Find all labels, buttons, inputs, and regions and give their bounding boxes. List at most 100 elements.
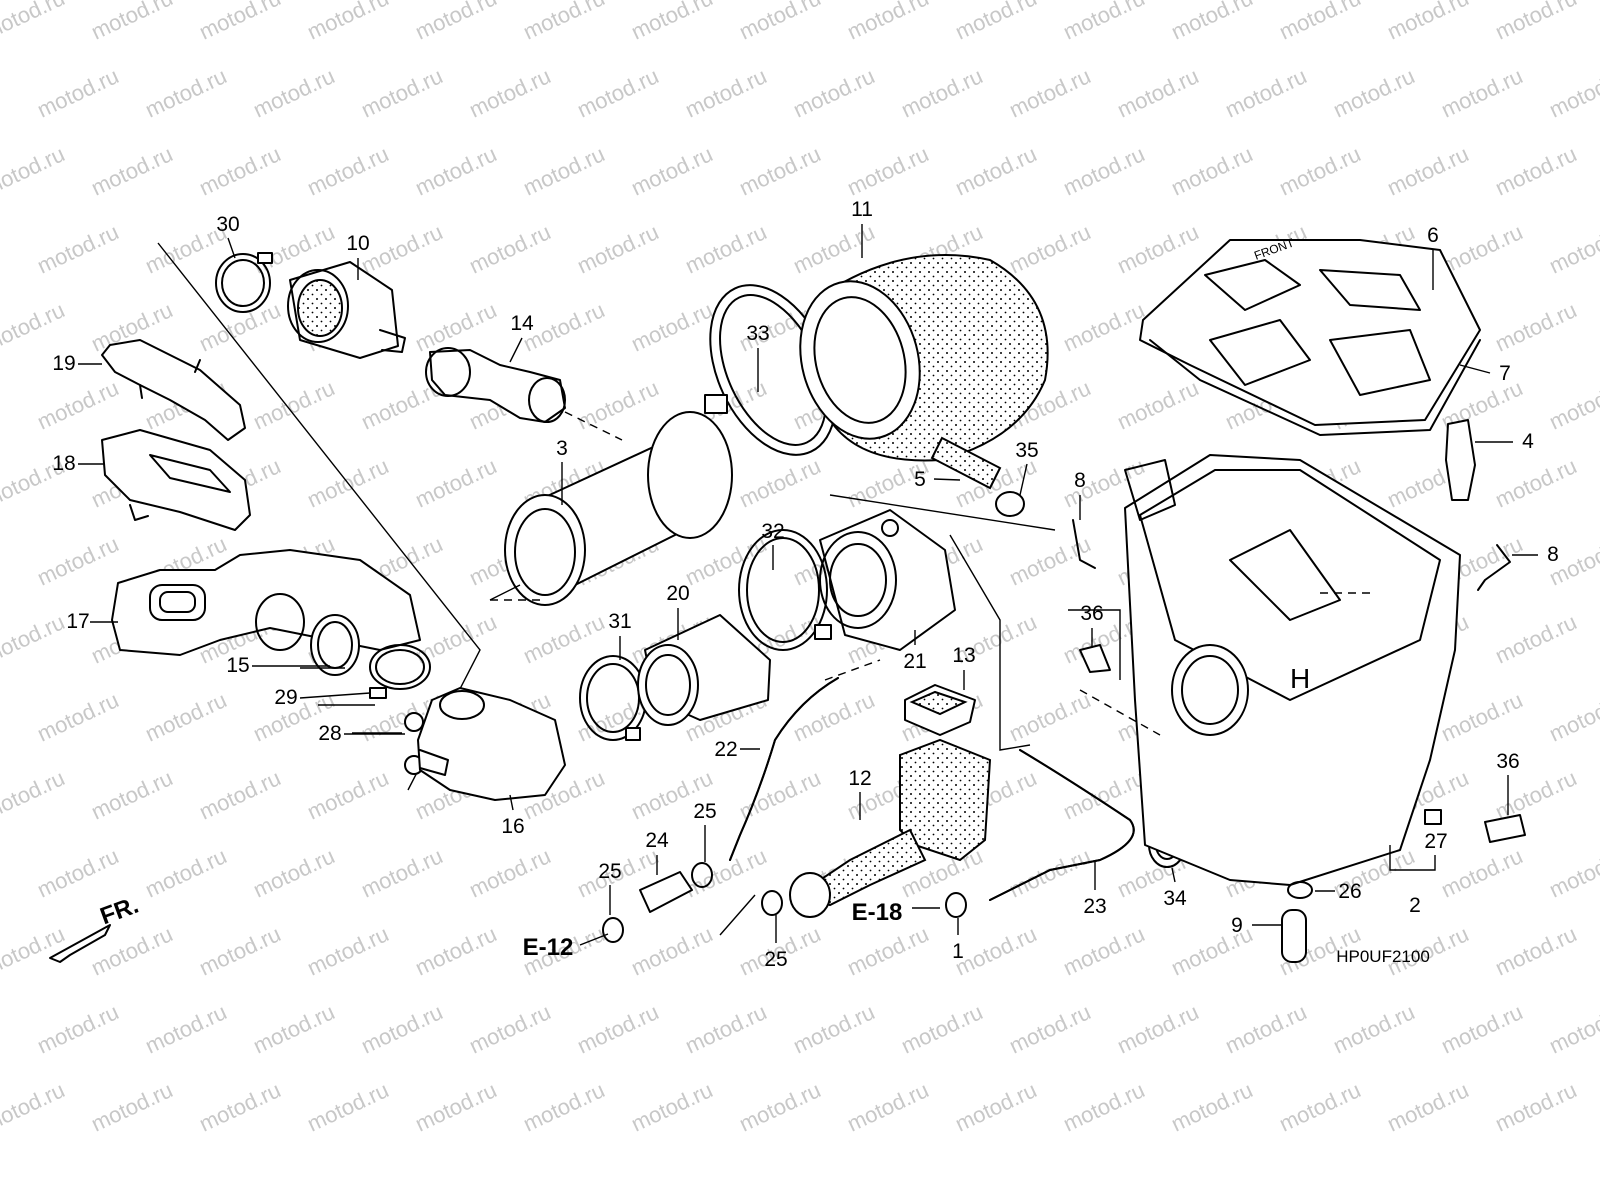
watermark-text: motod.ru	[357, 843, 446, 902]
callout-21: 21	[903, 650, 926, 673]
watermark-text: motod.ru	[1059, 141, 1148, 200]
watermark-text: motod.ru	[33, 999, 122, 1058]
watermark-text: motod.ru	[303, 0, 392, 45]
callout-27: 27	[1424, 830, 1447, 853]
watermark-text: motod.ru	[1437, 999, 1526, 1058]
watermark-text: motod.ru	[357, 999, 446, 1058]
watermark-text: motod.ru	[519, 1077, 608, 1136]
watermark-text: motod.ru	[843, 921, 932, 980]
watermark-text: motod.ru	[1545, 999, 1600, 1058]
callout-labels: 1 2 3 4 5 6 7 8 8 9 10 11 12 13 14 15 16…	[52, 198, 1559, 971]
part-11-filter-icon	[799, 254, 1049, 462]
watermark-text: motod.ru	[249, 843, 338, 902]
watermark-text: motod.ru	[951, 0, 1040, 45]
part-4-clip-icon	[1445, 419, 1476, 501]
watermark-text: motod.ru	[789, 687, 878, 746]
watermark-text: motod.ru	[1167, 1077, 1256, 1136]
part-27-grommet-icon	[1424, 809, 1442, 825]
watermark-text: motod.ru	[1491, 297, 1580, 356]
watermark-text: motod.ru	[1059, 1077, 1148, 1136]
part-9-tube-icon	[1281, 909, 1307, 963]
callout-1: 1	[952, 940, 964, 963]
watermark-text: motod.ru	[87, 0, 176, 45]
watermark-text: motod.ru	[465, 999, 554, 1058]
watermark-text: motod.ru	[465, 63, 554, 122]
watermark-text: motod.ru	[87, 765, 176, 824]
callout-26: 26	[1338, 880, 1361, 903]
watermark-text: motod.ru	[195, 0, 284, 45]
watermark-text: motod.ru	[141, 999, 230, 1058]
watermark-text: motod.ru	[1113, 219, 1202, 278]
watermark-text: motod.ru	[411, 453, 500, 512]
watermark-text: motod.ru	[897, 63, 986, 122]
watermark-text: motod.ru	[573, 219, 662, 278]
watermark-text: motod.ru	[1005, 63, 1094, 122]
watermark-text: motod.ru	[1005, 999, 1094, 1058]
watermark-text: motod.ru	[249, 63, 338, 122]
air-cleaner-box: FRONT H	[1068, 235, 1526, 963]
watermark-text: motod.ru	[411, 0, 500, 45]
callout-20: 20	[666, 582, 689, 605]
reference-e12: E-12	[523, 934, 574, 961]
watermark-text: motod.ru	[195, 921, 284, 980]
part-12-drain-icon	[789, 738, 992, 918]
watermark-text: motod.ru	[1491, 0, 1580, 45]
part-18-case-icon	[101, 429, 251, 531]
callout-14: 14	[510, 312, 534, 335]
part-8-clip-icon	[1072, 519, 1511, 591]
watermark-text: motod.ru	[141, 843, 230, 902]
watermark-text: motod.ru	[303, 1077, 392, 1136]
watermark-text: motod.ru	[0, 921, 68, 980]
part-16-snorkel-icon	[417, 687, 566, 801]
callout-16: 16	[501, 815, 524, 838]
watermark-text: motod.ru	[87, 1077, 176, 1136]
watermark-text: motod.ru	[411, 1077, 500, 1136]
watermark-text: motod.ru	[789, 999, 878, 1058]
callout-12: 12	[848, 767, 871, 790]
intake-group-left	[101, 242, 566, 801]
watermark-text: motod.ru	[951, 141, 1040, 200]
watermark-text: motod.ru	[141, 63, 230, 122]
part-26-ring-icon	[1287, 881, 1313, 899]
watermark-text: motod.ru	[1491, 765, 1580, 824]
callout-34: 34	[1163, 887, 1187, 910]
watermark-text: motod.ru	[195, 141, 284, 200]
watermark-text: motod.ru	[897, 999, 986, 1058]
watermark-text: motod.ru	[411, 141, 500, 200]
watermark-text: motod.ru	[627, 297, 716, 356]
part-22-hose-icon	[729, 677, 839, 861]
watermark-text: motod.ru	[1275, 1077, 1364, 1136]
watermark-text: motod.ru	[33, 63, 122, 122]
watermark-text: motod.ru	[33, 531, 122, 590]
watermark-text: motod.ru	[627, 141, 716, 200]
watermark-text: motod.ru	[519, 609, 608, 668]
watermark-text: motod.ru	[33, 843, 122, 902]
watermark-text: motod.ru	[465, 843, 554, 902]
watermark-text: motod.ru	[1005, 687, 1094, 746]
callout-22: 22	[714, 738, 737, 761]
part-19-cover-icon	[101, 339, 246, 441]
callout-10: 10	[346, 232, 369, 255]
callout-35: 35	[1015, 439, 1038, 462]
watermark-text: motod.ru	[1221, 63, 1310, 122]
watermark-text: motod.ru	[303, 141, 392, 200]
watermark-text: motod.ru	[1167, 141, 1256, 200]
callout-36b: 36	[1496, 750, 1519, 773]
watermark-text: motod.ru	[1437, 687, 1526, 746]
callout-8a: 8	[1074, 469, 1086, 492]
watermark-text: motod.ru	[735, 0, 824, 45]
part-21-joint-icon	[819, 509, 956, 651]
watermark-text: motod.ru	[33, 375, 122, 434]
callout-8b: 8	[1547, 543, 1559, 566]
watermark-text: motod.ru	[33, 687, 122, 746]
watermark-text: motod.ru	[0, 765, 68, 824]
watermark-text: motod.ru	[519, 0, 608, 45]
watermark-text: motod.ru	[573, 375, 662, 434]
watermark-text: motod.ru	[573, 63, 662, 122]
watermark-text: motod.ru	[735, 453, 824, 512]
watermark-text: motod.ru	[1167, 921, 1256, 980]
part-14-tube-icon	[425, 347, 566, 423]
callout-31: 31	[608, 610, 631, 633]
clips-icon	[602, 862, 967, 943]
